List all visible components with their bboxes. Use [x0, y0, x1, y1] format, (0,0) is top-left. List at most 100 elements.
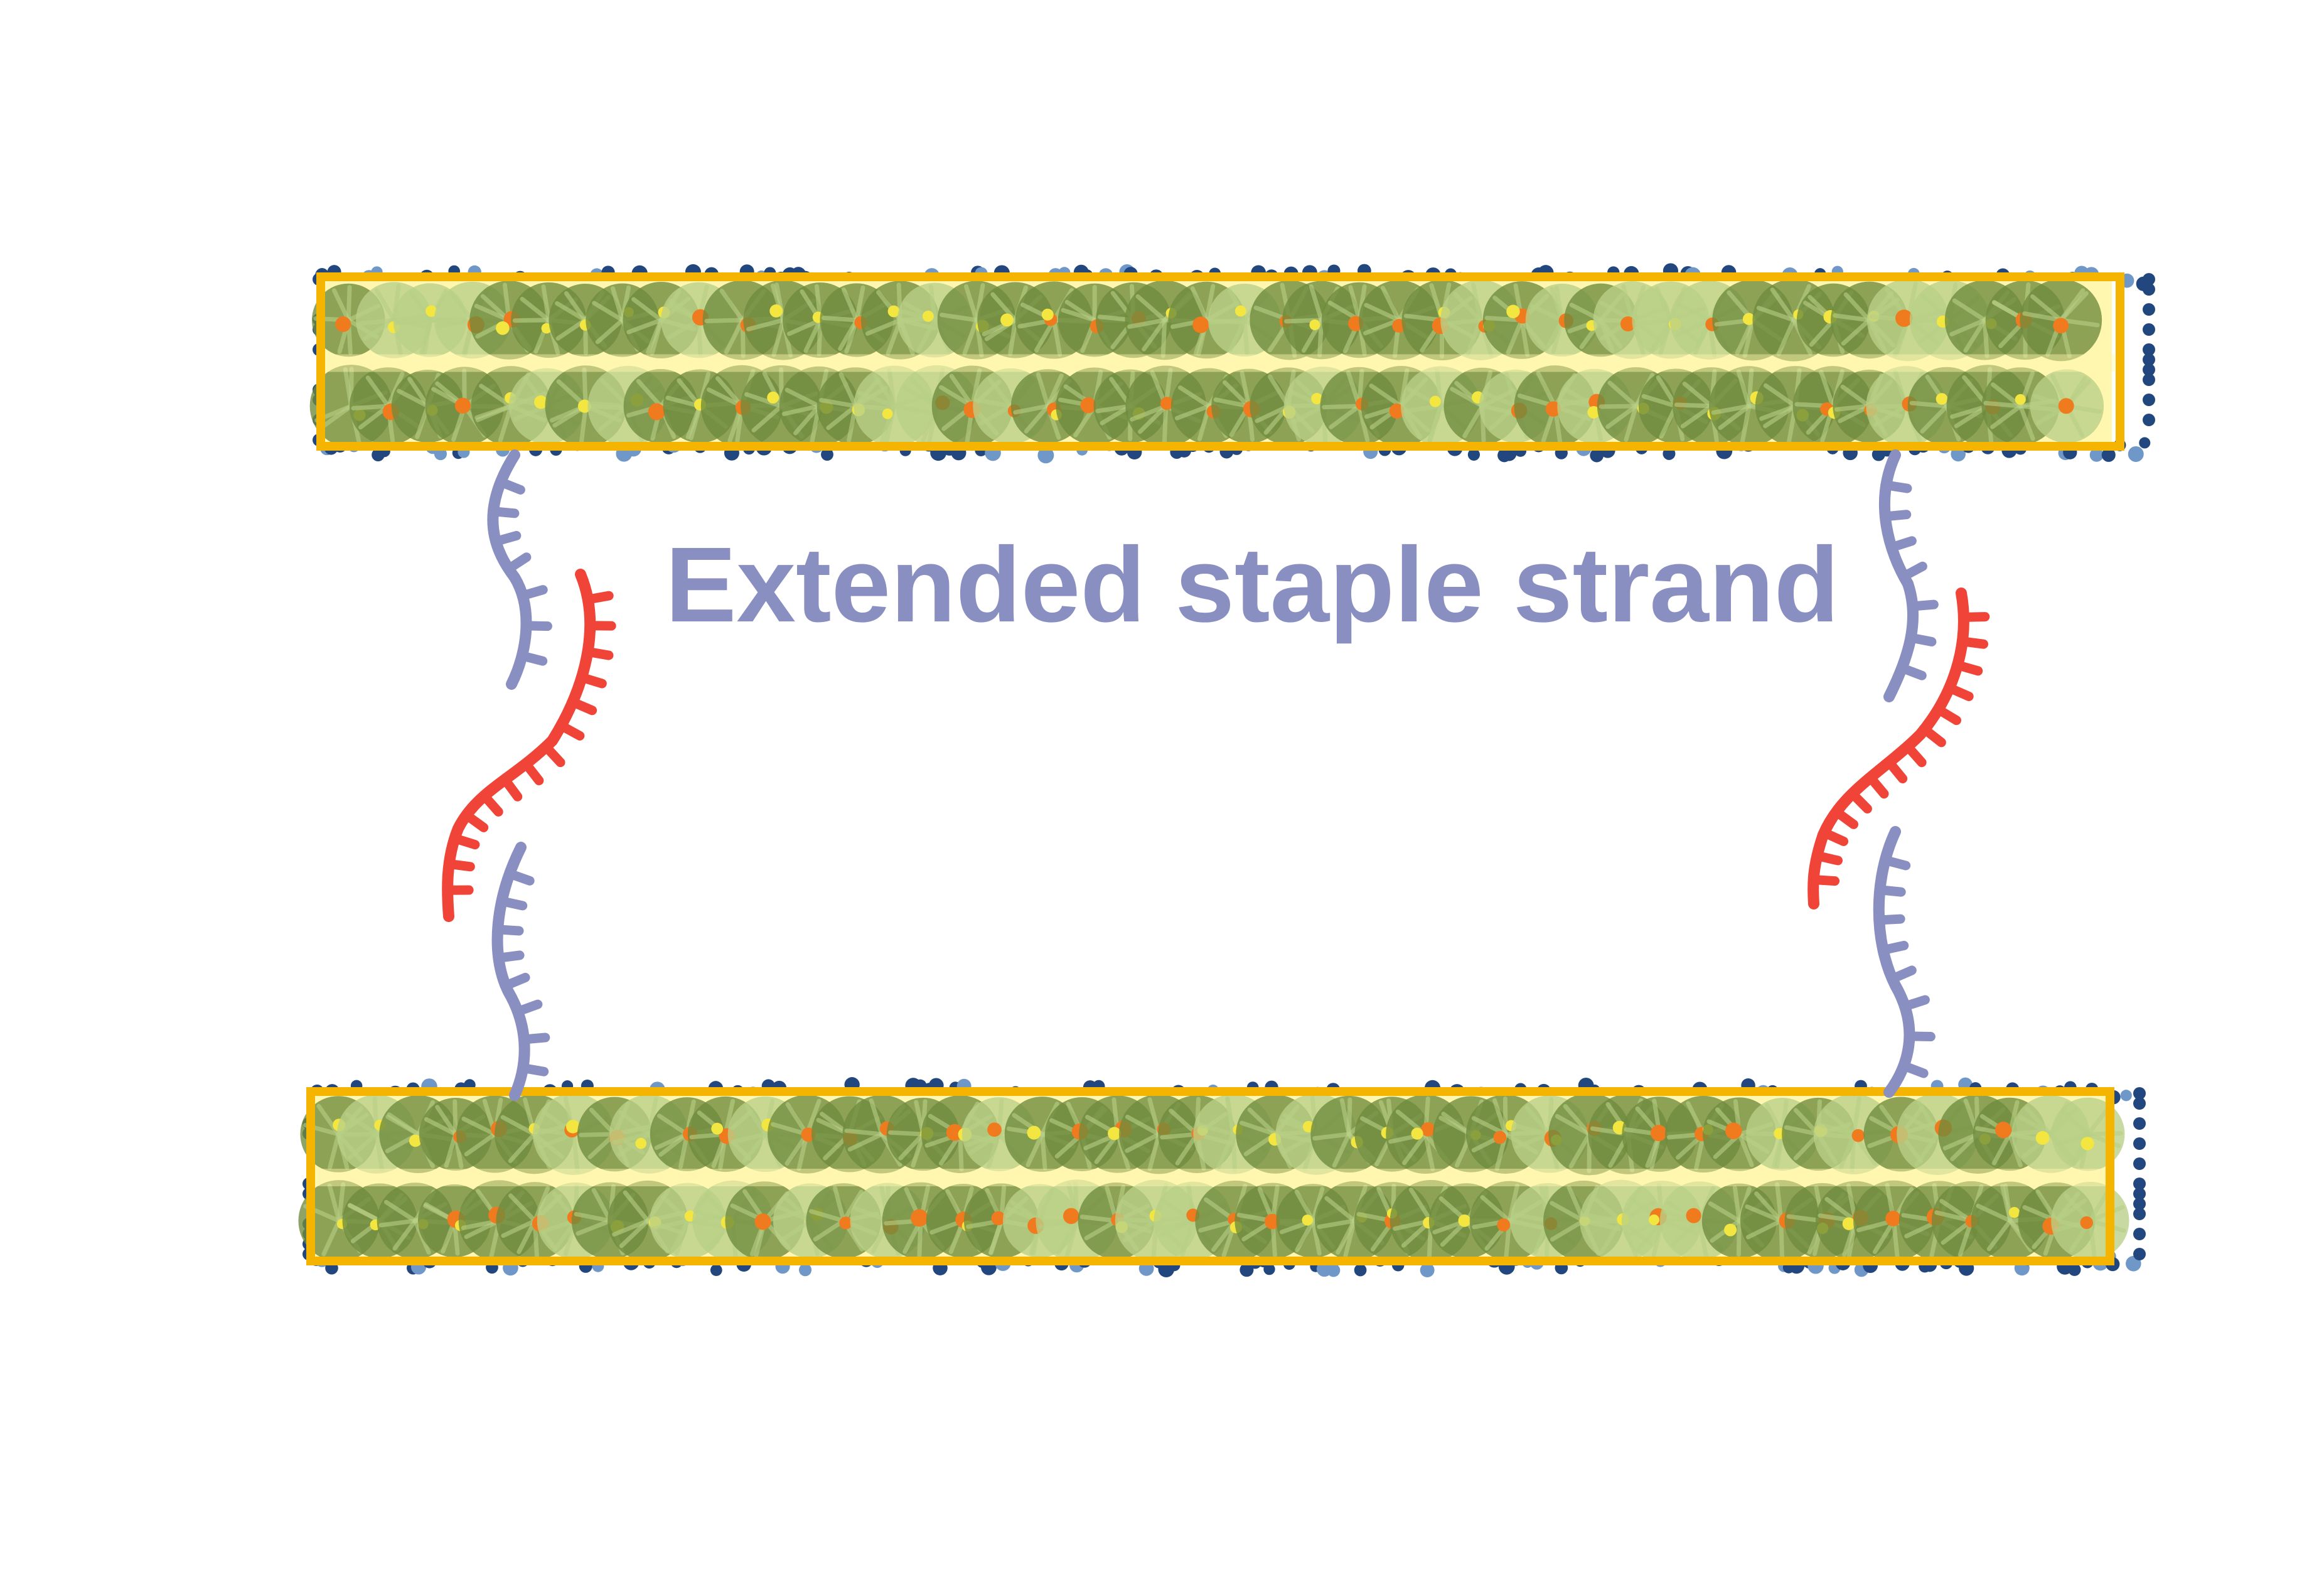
helix-spoke — [1127, 318, 1167, 329]
helix-spoke — [1513, 1124, 1552, 1137]
helix-spoke — [1025, 1132, 1045, 1167]
phosphate-bead — [2133, 1228, 2146, 1240]
helix-spoke — [1841, 318, 1872, 346]
nucleotide-base — [479, 791, 503, 817]
helix-spoke — [1779, 1218, 1785, 1260]
helix-spoke — [1228, 318, 1247, 352]
helix-spoke — [1125, 1132, 1161, 1153]
helix-spoke — [321, 1218, 341, 1257]
nucleotide-base — [1907, 599, 1939, 611]
phosphate-bead — [2133, 1208, 2146, 1220]
helix-spoke — [1462, 404, 1485, 438]
top-bundle-helices — [309, 279, 2115, 448]
helix-spoke — [1225, 1096, 1236, 1137]
phosphate-bead — [2101, 448, 2116, 462]
helix-spoke — [474, 404, 513, 420]
helix-spoke — [826, 404, 858, 431]
helix-spoke — [821, 315, 859, 323]
base-accent — [1587, 405, 1600, 419]
helix-spoke — [774, 282, 786, 323]
phosphate-bead — [1420, 1263, 1435, 1278]
nucleotide-base — [1959, 612, 1990, 622]
helix-spoke — [1816, 1122, 1856, 1137]
helix-spoke — [1178, 385, 1211, 409]
base-accent — [496, 321, 510, 335]
nucleotide-base — [513, 999, 543, 1017]
phosphate-bead — [799, 1263, 812, 1277]
base-accent — [1545, 401, 1561, 417]
helix-spoke — [1641, 394, 1678, 409]
phosphate-bead — [1467, 448, 1481, 461]
helix-spoke — [1317, 1218, 1357, 1230]
helix-spoke — [854, 285, 865, 323]
helix-spoke — [817, 318, 823, 357]
helix-spoke — [888, 1130, 926, 1137]
helix-spoke — [1740, 404, 1752, 444]
helix-spoke — [1711, 404, 1752, 415]
helix-spoke — [928, 284, 937, 323]
helix-spoke — [1983, 400, 2023, 409]
phosphate-bead — [2133, 1117, 2146, 1130]
helix-spoke — [1453, 292, 1483, 323]
helix-spoke — [1674, 402, 1714, 409]
helix-spoke — [1624, 404, 1639, 443]
helix-spoke — [576, 1218, 613, 1236]
nucleotide-base — [556, 721, 585, 741]
nucleotide-base — [1812, 850, 1843, 866]
helix-spoke — [911, 1132, 926, 1168]
helix-spoke — [1747, 368, 1754, 409]
base-accent — [1234, 305, 1246, 317]
helix-spoke — [1135, 294, 1167, 323]
nucleotide-base — [505, 869, 535, 886]
nucleotide-base — [1952, 660, 1983, 676]
helix-spoke — [1737, 1132, 1754, 1167]
helix-spoke — [706, 387, 744, 409]
helix-spoke — [424, 1117, 458, 1137]
helix-spoke — [819, 397, 858, 409]
helix-spoke — [813, 1218, 846, 1242]
helix-spoke — [1364, 303, 1401, 323]
right-upper-staple-strand — [1878, 449, 1919, 702]
helix-spoke — [452, 1099, 458, 1137]
helix-spoke — [589, 401, 631, 409]
helix-spoke — [1735, 318, 1755, 355]
base-accent — [769, 304, 783, 318]
base-accent — [454, 397, 471, 414]
helix-spoke — [1442, 318, 1483, 326]
helix-spoke — [612, 1218, 650, 1237]
helix-spoke — [346, 285, 352, 323]
base-accent — [566, 1120, 580, 1134]
helix-spoke — [501, 1218, 537, 1238]
nucleotide-base — [496, 477, 525, 495]
helix-spoke — [1909, 400, 1949, 409]
helix-spoke — [327, 1183, 341, 1223]
nucleotide-base — [567, 697, 597, 716]
helix-spoke — [448, 291, 475, 323]
nucleotide-base — [1903, 741, 1927, 768]
helix-spoke — [1348, 285, 1362, 323]
helix-spoke — [1840, 384, 1872, 409]
helix-spoke — [1939, 1199, 1974, 1223]
base-accent — [1724, 1223, 1737, 1237]
helix-spoke — [697, 318, 703, 357]
base-accent — [2053, 318, 2069, 334]
nucleotide-base — [488, 507, 520, 518]
helix-spoke — [1008, 318, 1018, 357]
helix-spoke — [1295, 1218, 1315, 1252]
helix-spoke — [1125, 1114, 1161, 1137]
helix-spoke — [1598, 404, 1639, 409]
helix-spoke — [2059, 291, 2089, 323]
helix-spoke — [809, 1209, 846, 1223]
nucleotide-base — [1944, 683, 1974, 701]
helix-spoke — [762, 371, 784, 409]
helix-spoke — [512, 318, 551, 323]
helix-spoke — [1506, 318, 1524, 355]
phosphate-bead — [2089, 448, 2104, 462]
nucleotide-base — [519, 1033, 550, 1044]
helix-spoke — [1599, 1218, 1624, 1255]
nucleotide-base — [1887, 965, 1917, 984]
helix-spoke — [746, 318, 786, 331]
helix-spoke — [1231, 1132, 1238, 1172]
base-accent — [910, 1209, 928, 1227]
